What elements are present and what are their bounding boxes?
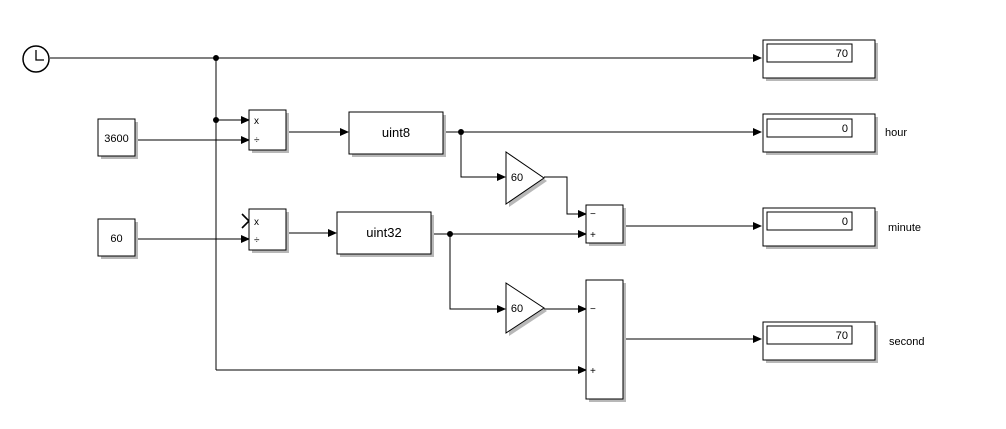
wire-uint8-to-gain[interactable] xyxy=(460,132,498,178)
display-minute-block[interactable]: 0 xyxy=(762,207,878,249)
arrowhead xyxy=(753,128,762,136)
arrowhead xyxy=(578,230,587,238)
arrowhead xyxy=(753,222,762,230)
arrowhead xyxy=(241,235,250,243)
divide-multiply-port: x xyxy=(254,116,259,127)
branch-point xyxy=(213,55,219,61)
divide-multiply-port: x xyxy=(254,217,259,228)
unconnected-input-chevron xyxy=(241,213,251,229)
branch-point xyxy=(213,117,219,123)
constant-60-value: 60 xyxy=(110,233,122,245)
convert-uint8-label: uint8 xyxy=(382,125,410,140)
display-minute-label: minute xyxy=(888,222,921,234)
arrowhead xyxy=(241,136,250,144)
display-minute-value: 0 xyxy=(842,216,848,228)
display-hour-value: 0 xyxy=(842,123,848,135)
arrowhead xyxy=(328,229,337,237)
convert-uint8-block[interactable]: uint8 xyxy=(348,111,446,157)
gain-hour-value: 60 xyxy=(511,172,523,184)
sum-plus-port: + xyxy=(590,366,596,377)
display-second-label: second xyxy=(889,336,924,348)
divide-divide-port: ÷ xyxy=(254,135,260,146)
gain-minute-block[interactable]: 60 xyxy=(505,282,547,336)
convert-uint32-block[interactable]: uint32 xyxy=(336,211,434,257)
branch-point xyxy=(447,231,453,237)
display-time-block[interactable]: 70 xyxy=(762,39,878,81)
gain-hour-block[interactable]: 60 xyxy=(505,151,547,207)
display-time-value: 70 xyxy=(836,48,848,60)
arrowhead xyxy=(753,54,762,62)
wire-gain-to-sum-minus[interactable] xyxy=(544,176,579,215)
arrowhead xyxy=(578,366,587,374)
arrowhead xyxy=(340,128,349,136)
convert-uint32-label: uint32 xyxy=(366,225,401,240)
arrowhead xyxy=(497,173,506,181)
gain-minute-value: 60 xyxy=(511,303,523,315)
branch-point xyxy=(458,129,464,135)
constant-60-block[interactable]: 60 xyxy=(97,218,138,259)
constant-3600-value: 3600 xyxy=(104,133,128,145)
clock-block[interactable] xyxy=(22,45,50,73)
sum-minus-port: − xyxy=(590,209,596,220)
display-second-block[interactable]: 70 xyxy=(762,321,878,363)
arrowhead xyxy=(578,305,587,313)
sum-minute-block[interactable]: − + xyxy=(585,204,626,246)
wire-uint32-to-gain[interactable] xyxy=(449,234,498,310)
arrowhead xyxy=(578,210,587,218)
clock-hands xyxy=(35,50,44,61)
constant-3600-block[interactable]: 3600 xyxy=(97,118,138,159)
sum-minus-port: − xyxy=(590,304,596,315)
divide-hour-block[interactable]: x ÷ xyxy=(248,109,289,153)
display-hour-block[interactable]: 0 xyxy=(762,113,878,155)
arrowhead xyxy=(241,116,250,124)
sum-plus-port: + xyxy=(590,230,596,241)
divide-minute-block[interactable]: x ÷ xyxy=(248,208,289,253)
arrowhead xyxy=(753,335,762,343)
divide-divide-port: ÷ xyxy=(254,235,260,246)
signal-lines xyxy=(50,54,762,374)
display-hour-label: hour xyxy=(885,127,907,139)
sum-second-block[interactable]: − + xyxy=(585,279,626,402)
display-second-value: 70 xyxy=(836,330,848,342)
arrowhead xyxy=(497,305,506,313)
